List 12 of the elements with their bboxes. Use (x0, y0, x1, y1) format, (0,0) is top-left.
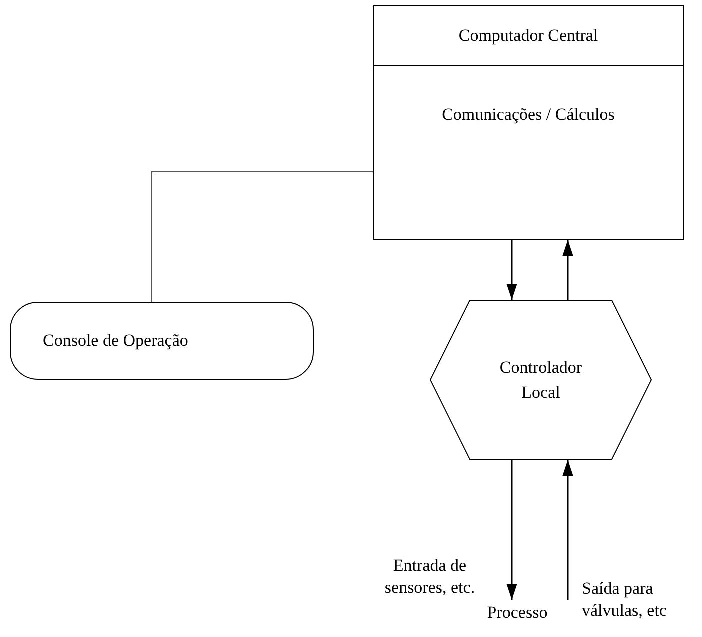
arrow (562, 460, 574, 600)
node-label: Controlador Local (498, 356, 584, 404)
arrow (562, 240, 574, 300)
arrow (506, 240, 518, 300)
process-label: Processo (487, 602, 548, 624)
arrow (506, 460, 518, 600)
node-label: Console de Operação (43, 330, 188, 352)
rounded-box (10, 302, 314, 380)
process-box (373, 5, 684, 240)
box-heading: Computador Central (458, 24, 598, 47)
box-text: Comunicações / Cálculos (442, 104, 615, 126)
connector-line (152, 172, 374, 302)
